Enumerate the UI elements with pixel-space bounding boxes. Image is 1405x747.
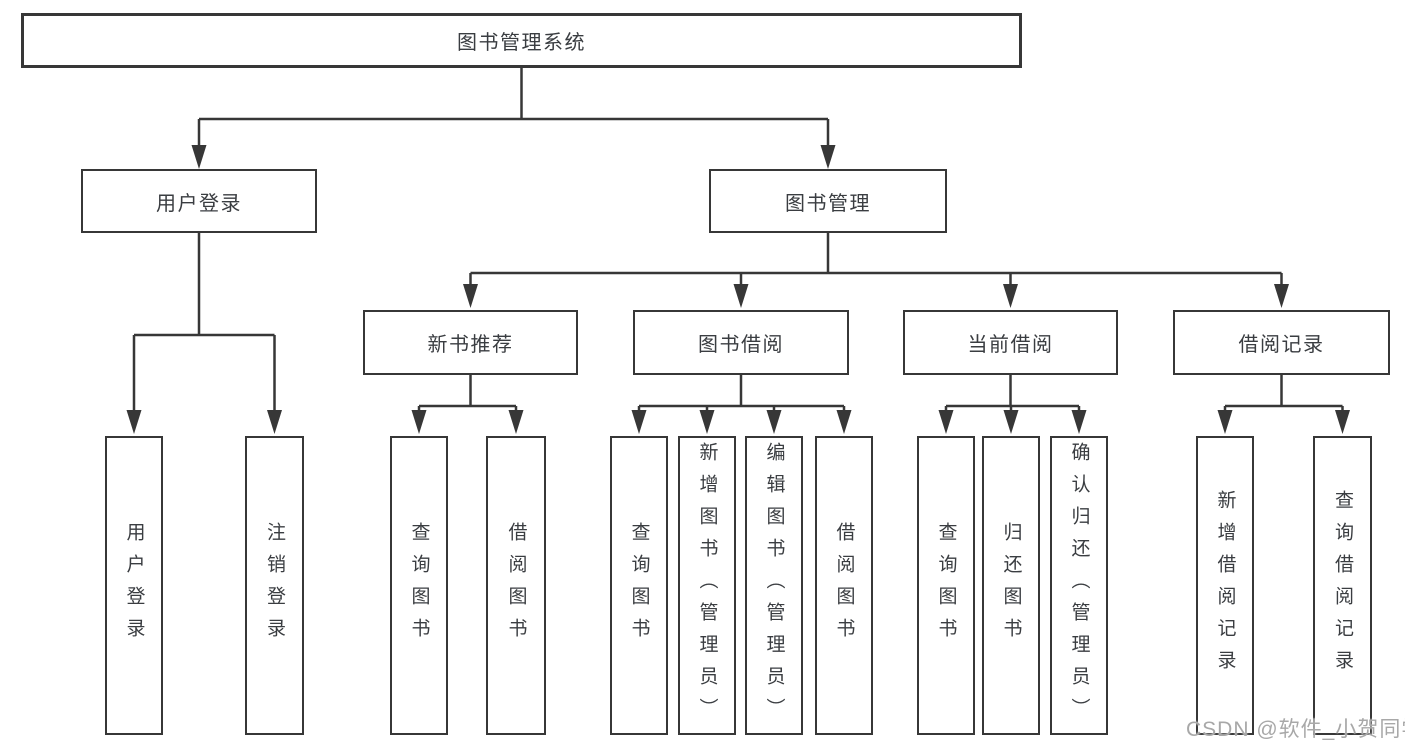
connector-user-login-to-leaves (132, 231, 276, 418)
arrow-down-icon (126, 410, 142, 434)
arrow-down-icon (1335, 410, 1350, 434)
node-current-borrow: 当前借阅 (903, 310, 1118, 375)
arrow-down-icon (191, 145, 207, 169)
node-leaf-login: 用户登录 (105, 436, 163, 735)
arrow-down-icon (938, 410, 954, 434)
node-leaf-borrow-query-book: 查询图书 (610, 436, 668, 735)
node-leaf-current-return-book: 归还图书 (982, 436, 1040, 735)
arrow-down-icon (1274, 284, 1289, 308)
node-leaf-borrow-borrow-book: 借阅图书 (815, 436, 873, 735)
node-root: 图书管理系统 (21, 13, 1022, 68)
arrow-down-icon (766, 410, 782, 434)
csdn-watermark: CSDN @软件_小贺同学 (1186, 718, 1405, 741)
connector-borrow-records-to-leaves (1223, 373, 1344, 420)
node-leaf-borrow-edit-book-admin: 编辑图书（管理员） (745, 436, 803, 735)
connector-new-book-recommend-to-leaves (417, 373, 518, 420)
node-book-management: 图书管理 (709, 169, 947, 233)
node-leaf-borrow-add-book-admin: 新增图书（管理员） (678, 436, 736, 735)
node-leaf-records-add-record: 新增借阅记录 (1196, 436, 1254, 735)
node-leaf-logout: 注销登录 (245, 436, 304, 735)
arrow-down-icon (411, 410, 427, 434)
node-user-login: 用户登录 (81, 169, 317, 233)
arrow-down-icon (631, 410, 647, 434)
arrow-down-icon (836, 410, 852, 434)
arrow-down-icon (267, 410, 282, 434)
arrow-down-icon (699, 410, 715, 434)
arrow-down-icon (1003, 410, 1019, 434)
arrowhead-icons (126, 145, 1350, 434)
node-leaf-current-confirm-return-admin: 确认归还（管理员） (1050, 436, 1108, 735)
node-book-borrow: 图书借阅 (633, 310, 849, 375)
arrow-down-icon (733, 284, 749, 308)
node-borrow-records: 借阅记录 (1173, 310, 1390, 375)
connector-root-to-level2 (197, 66, 830, 152)
arrow-down-icon (508, 410, 524, 434)
node-leaf-recommend-borrow-book: 借阅图书 (486, 436, 546, 735)
connector-book-management-to-level3 (469, 231, 1283, 292)
arrow-down-icon (1217, 410, 1233, 434)
node-leaf-records-query-record: 查询借阅记录 (1313, 436, 1372, 735)
arrow-down-icon (1003, 284, 1018, 308)
arrow-down-icon (1071, 410, 1087, 434)
arrow-down-icon (820, 145, 836, 169)
arrow-down-icon (463, 284, 478, 308)
connector-book-borrow-to-leaves (637, 373, 846, 420)
node-leaf-current-query-book: 查询图书 (917, 436, 975, 735)
node-leaf-recommend-query-book: 查询图书 (390, 436, 448, 735)
node-new-book-recommend: 新书推荐 (363, 310, 578, 375)
